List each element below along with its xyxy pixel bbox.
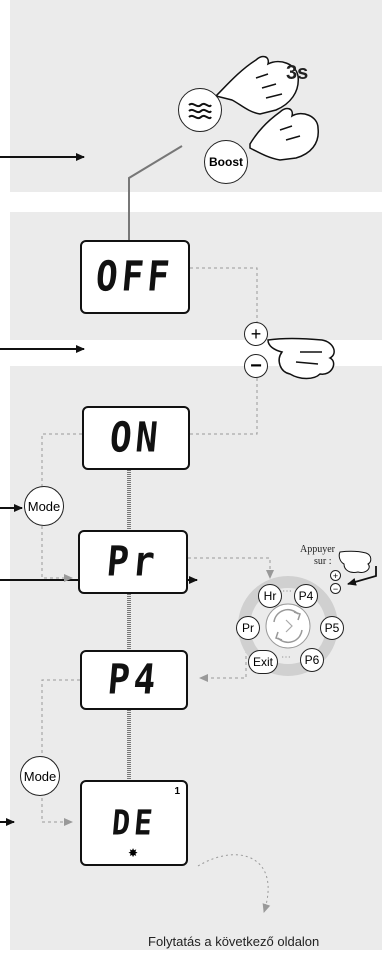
continue-note: Folytatás a következő oldalon [148, 934, 320, 949]
cycle-dots-2: ⋯ [281, 652, 291, 663]
screen-p4-text: P4 [106, 656, 162, 704]
hand-icon-boost [249, 107, 319, 161]
screen-on: ON [82, 406, 190, 470]
screen-pr-text: Pr [105, 538, 161, 586]
switch-line [128, 145, 183, 240]
screen-de-text: DE [110, 802, 158, 844]
hand-icon-plus-minus [267, 337, 335, 380]
screen-off: OFF [80, 240, 190, 314]
cycle-item-hr: Hr [258, 584, 282, 608]
mode-button-1[interactable]: Mode [24, 486, 64, 526]
cycle-item-p4: P4 [294, 584, 318, 608]
fan-speed-button[interactable] [178, 88, 222, 132]
cycle-item-p6: P6 [300, 648, 324, 672]
hand-icon-hint [338, 550, 372, 573]
snowflake-icon: ✸ [128, 846, 139, 860]
cycle-center-icon [265, 603, 311, 649]
panel-off [10, 212, 382, 340]
cycle-item-exit: Exit [248, 650, 278, 674]
screen-off-text: OFF [94, 253, 176, 301]
hold-duration-label: 3s [286, 62, 309, 84]
cycle-item-p5: P5 [320, 616, 344, 640]
hint-plus-icon: + [330, 570, 341, 581]
screen-on-text: ON [108, 414, 164, 462]
plus-button[interactable]: + [244, 322, 268, 346]
cycle-dots-1: ⋯ [282, 586, 292, 597]
hint-line-2: sur : [314, 556, 332, 567]
hand-icon-top [214, 55, 299, 115]
screen-de-superscript: 1 [174, 786, 180, 797]
mode-button-2[interactable]: Mode [20, 756, 60, 796]
cycle-item-pr: Pr [236, 616, 260, 640]
hint-minus-icon: − [330, 583, 341, 594]
screen-pr: Pr [78, 530, 188, 594]
boost-button[interactable]: Boost [204, 140, 248, 184]
airflow-icon [188, 102, 212, 120]
hint-line-1: Appuyer [300, 544, 335, 555]
screen-p4: P4 [80, 650, 188, 710]
minus-button[interactable]: − [244, 354, 268, 378]
screen-de: DE 1 ✸ [80, 780, 188, 866]
